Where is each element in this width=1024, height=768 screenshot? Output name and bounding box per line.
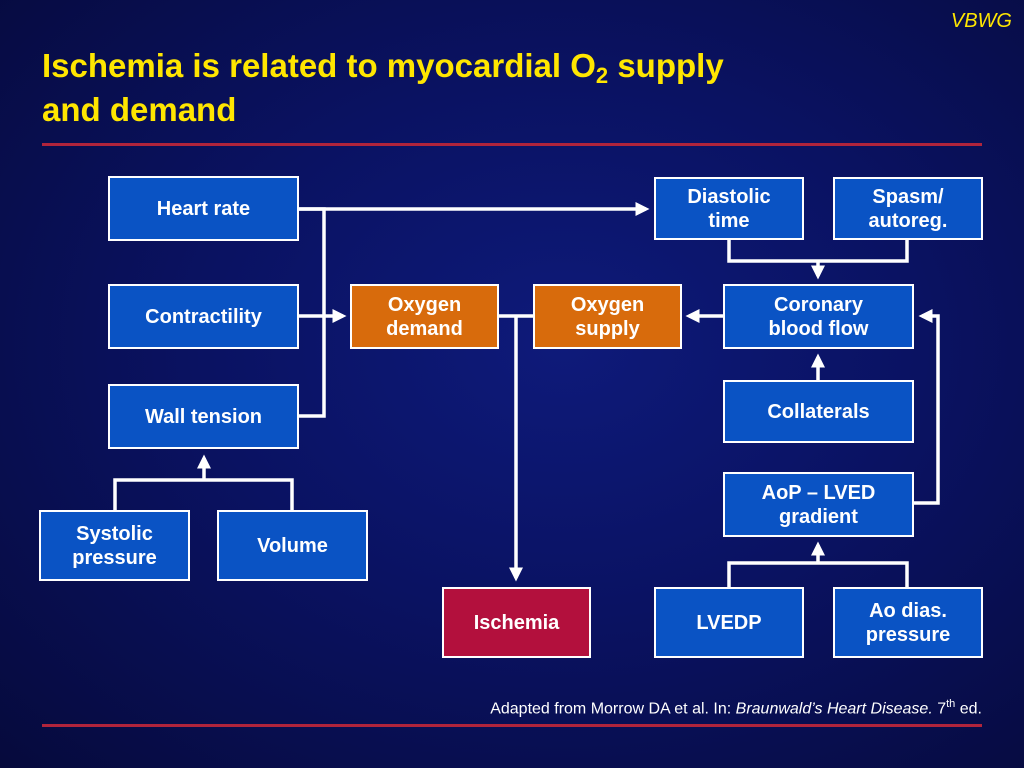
collaterals-node: Collaterals [723,380,914,443]
lvedp-node: LVEDP [654,587,804,658]
aop-lved-gradient-node: AoP – LVED gradient [723,472,914,537]
ao-dias-pressure-node: Ao dias. pressure [833,587,983,658]
title-part2: supply [608,47,724,84]
citation: Adapted from Morrow DA et al. In: Braunw… [490,698,982,718]
slide-title: Ischemia is related to myocardial O2 sup… [42,44,942,132]
brand-label: VBWG [950,10,1012,32]
ischemia-node: Ischemia [442,587,591,658]
footer-divider [42,724,982,727]
systolic-volume-bracket [113,478,294,510]
diastolic-spasm-bracket [727,240,909,263]
gradient-to-flow-arrow [913,309,940,505]
title-part1: Ischemia is related to myocardial O [42,47,596,84]
title-divider [42,143,982,146]
citation-suffix: ed. [955,700,982,718]
lvedp-aodias-bracket [727,561,909,587]
demand-bus-line [299,207,326,418]
heart-rate-node: Heart rate [108,176,299,241]
citation-edition-sup: th [946,698,956,710]
wall-tension-node: Wall tension [108,384,299,449]
title-line2: and demand [42,91,237,128]
volume-node: Volume [217,510,368,581]
title-subscript: 2 [595,63,609,88]
oxygen-supply-node: Oxygen supply [533,284,682,349]
diastolic-time-node: Diastolic time [654,177,804,240]
oxygen-demand-node: Oxygen demand [350,284,499,349]
contractility-node: Contractility [108,284,299,349]
systolic-pressure-node: Systolic pressure [39,510,190,581]
citation-edition: 7 [932,700,947,718]
citation-prefix: Adapted from Morrow DA et al. In: [490,700,736,718]
spasm-autoreg-node: Spasm/ autoreg. [833,177,983,240]
coronary-blood-flow-node: Coronary blood flow [723,284,914,349]
citation-source: Braunwald’s Heart Disease. [735,700,933,718]
